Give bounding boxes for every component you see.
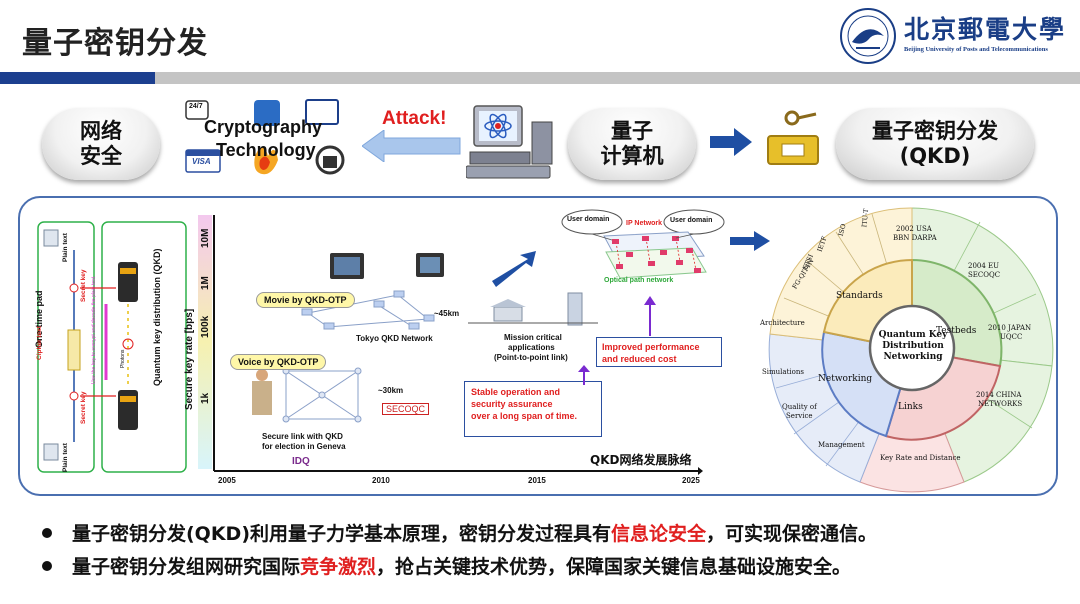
outer-bbn-darpa: BBN DARPA bbox=[893, 234, 937, 242]
stable-line3: over a long span of time. bbox=[471, 411, 578, 421]
outer-simulations: Simulations bbox=[762, 368, 804, 376]
outer-secoqc: SECOQC bbox=[968, 271, 1001, 279]
bullet-2-text-a: 量子密钥分发组网研究国际 bbox=[72, 556, 301, 578]
otp-qkd-diagram bbox=[36, 220, 188, 474]
university-subtitle: Beijing University of Posts and Telecomm… bbox=[904, 46, 1048, 53]
outer-2010-japan: 2010 JAPAN bbox=[988, 324, 1032, 332]
cryptography-illustration bbox=[180, 98, 350, 180]
wheel-links: Links bbox=[898, 402, 923, 412]
up-arrow-stable-icon bbox=[574, 365, 594, 385]
attack-label: Attack! bbox=[382, 108, 447, 129]
idq-logo-label: IDQ bbox=[292, 456, 310, 467]
geneva-line1: Secure link with QKD bbox=[262, 432, 343, 441]
x-tick-2005: 2005 bbox=[218, 476, 236, 485]
outer-management: Management bbox=[818, 441, 865, 449]
visa-card-label: VISA bbox=[192, 157, 211, 166]
up-arrow-improved-icon bbox=[640, 296, 660, 336]
outer-2014-china: 2014 CHINA bbox=[976, 391, 1022, 399]
y-tick-1m: 1M bbox=[200, 276, 211, 290]
crypto-label-line2: Technology bbox=[216, 140, 316, 160]
wheel-standards: Standards bbox=[836, 291, 883, 301]
header-divider bbox=[155, 72, 1080, 84]
tokyo-network-label: Tokyo QKD Network bbox=[356, 334, 433, 343]
pill-qkd: 量子密钥分发 (QKD) bbox=[836, 108, 1034, 180]
crypto-label-line1: Cryptography bbox=[204, 117, 323, 137]
pill-quantum-computer: 量子 计算机 bbox=[568, 108, 696, 180]
page-title: 量子密钥分发 bbox=[22, 26, 208, 61]
outer-2004-eu: 2004 EU bbox=[968, 262, 1000, 270]
secret-key-bottom: Secret key bbox=[80, 391, 87, 424]
movie-callout: Movie by QKD-OTP bbox=[256, 292, 355, 308]
improved-performance-box: Improved performance and reduced cost bbox=[596, 337, 722, 367]
ip-network-label: IP Network bbox=[626, 220, 663, 227]
wheel-center-line2: Distribution bbox=[882, 341, 944, 351]
bullet-2-text-b: ，抢占关键技术优势，保障国家关键信息基础设施安全。 bbox=[376, 556, 852, 578]
qkd-networking-wheel bbox=[754, 198, 1068, 494]
wheel-center-line1: Quantum Key bbox=[878, 330, 948, 340]
university-name: 北京郵電大學 bbox=[904, 15, 1067, 44]
x-tick-2010: 2010 bbox=[372, 476, 390, 485]
secoqc-logo-label: SECOQC bbox=[382, 403, 430, 415]
stable-operation-box: Stable operation and security assurance … bbox=[464, 381, 602, 437]
improved-line2: and reduced cost bbox=[602, 354, 677, 364]
improved-line1: Improved performance bbox=[602, 342, 700, 352]
outer-quality-of: Quality of bbox=[782, 403, 817, 411]
stable-line1: Stable operation and bbox=[471, 387, 561, 397]
y-tick-1k: 1k bbox=[200, 392, 211, 404]
distance-45km: ~45km bbox=[434, 309, 460, 318]
use-key-note: Use the key to encrypt and decode the pl… bbox=[91, 275, 97, 384]
y-tick-100k: 100k bbox=[200, 315, 211, 338]
plain-text-top: Plain text bbox=[62, 233, 69, 262]
x-tick-2015: 2015 bbox=[528, 476, 546, 485]
attack-arrow-icon bbox=[361, 129, 462, 163]
timeline-caption: QKD网络发展脉络 bbox=[590, 453, 692, 467]
optical-network-label: Optical path network bbox=[604, 277, 674, 284]
outer-service: Service bbox=[786, 412, 813, 420]
bullet-1-text-b: ，可实现保密通信。 bbox=[706, 523, 878, 545]
y-tick-10m: 10M bbox=[200, 228, 211, 248]
wheel-center-line3: Networking bbox=[883, 352, 943, 362]
bullet-2-highlight: 竞争激烈 bbox=[300, 556, 377, 578]
outer-uqcc: UQCC bbox=[1000, 333, 1023, 341]
wheel-center-label: Quantum Key Distribution Networking bbox=[856, 330, 970, 363]
wheel-testbeds: Testbeds bbox=[936, 326, 977, 336]
university-seal-icon bbox=[838, 6, 898, 66]
ip-optical-network-diagram bbox=[556, 208, 726, 290]
outer-2002-usa: 2002 USA bbox=[896, 225, 932, 233]
qkd-vertical-label: Quantum key distribution (QKD) bbox=[152, 248, 162, 386]
user-domain-left: User domain bbox=[567, 216, 610, 223]
mission-line3: (Point-to-point link) bbox=[494, 353, 568, 362]
cipher-text-label: Cipher text bbox=[36, 326, 43, 360]
mission-line1: Mission critical bbox=[504, 333, 562, 342]
photons-label: Photons bbox=[120, 349, 126, 368]
quantum-computer-icon bbox=[465, 102, 556, 180]
x-tick-2025: 2025 bbox=[682, 476, 700, 485]
user-domain-right: User domain bbox=[670, 217, 713, 224]
plain-text-bottom: Plain text bbox=[62, 443, 69, 472]
outer-architecture: Architecture bbox=[760, 319, 805, 327]
key-lock-icon bbox=[762, 106, 824, 168]
right-arrow-icon bbox=[710, 128, 752, 156]
outer-key-rate: Key Rate and Distance bbox=[880, 454, 961, 462]
mission-line2: applications bbox=[508, 343, 555, 352]
bullet-dot-2 bbox=[42, 560, 52, 571]
geneva-line2: for election in Geneva bbox=[262, 442, 346, 451]
pill-network-security: 网络 安全 bbox=[42, 108, 160, 180]
qkd-timeline-chart bbox=[198, 215, 703, 477]
bullet-1-text-a: 量子密钥分发(QKD)利用量子力学基本原理，密钥分发过程具有 bbox=[72, 523, 612, 545]
wheel-networking: Networking bbox=[818, 374, 873, 384]
badge-24-7: 24/7 bbox=[189, 103, 203, 110]
bullet-1-highlight: 信息论安全 bbox=[611, 523, 707, 545]
outer-networks: NETWORKS bbox=[978, 400, 1023, 408]
y-axis-label: Secure key rate [bps] bbox=[184, 308, 195, 410]
stable-line2: security assurance bbox=[471, 399, 553, 409]
bullet-1: 量子密钥分发(QKD)利用量子力学基本原理，密钥分发过程具有信息论安全，可实现保… bbox=[42, 519, 877, 546]
panel-right-arrow-icon bbox=[730, 231, 770, 251]
header-accent-bar bbox=[0, 72, 155, 84]
bullet-dot-1 bbox=[42, 527, 52, 538]
secret-key-top: Secret key bbox=[80, 269, 87, 302]
bullet-2: 量子密钥分发组网研究国际竞争激烈，抢占关键技术优势，保障国家关键信息基础设施安全… bbox=[42, 552, 851, 579]
distance-30km: ~30km bbox=[378, 386, 404, 395]
voice-callout: Voice by QKD-OTP bbox=[230, 354, 327, 370]
